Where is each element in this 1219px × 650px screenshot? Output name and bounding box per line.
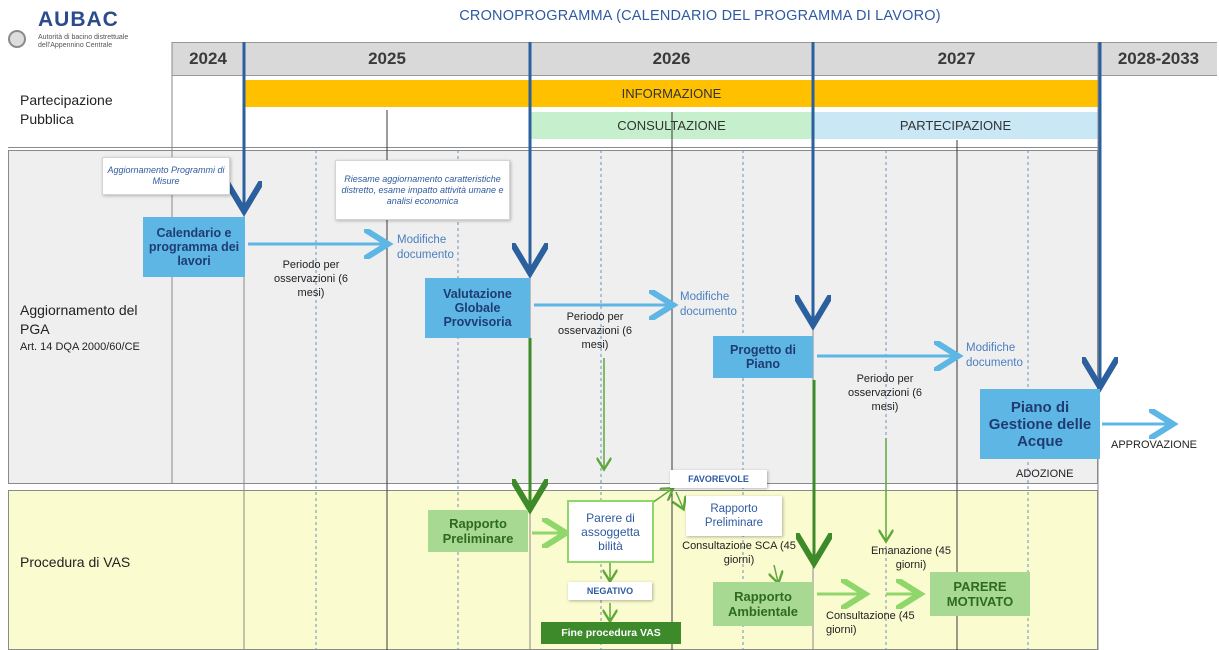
year-2027: 2027	[937, 49, 976, 68]
band-informazione: INFORMAZIONE	[245, 80, 1098, 107]
note-programmi-misure: Aggiornamento Programmi di Misure	[102, 157, 230, 195]
box-fine-procedura: Fine procedura VAS	[541, 622, 681, 644]
box-progetto-piano: Progetto di Piano	[713, 336, 813, 378]
label-consultazione: Consultazione (45 giorni)	[826, 610, 915, 636]
row-label-partecipazione: Partecipazione Pubblica	[20, 92, 113, 127]
logo-subtitle: Autorità di bacino distrettuale dell'App…	[38, 34, 129, 49]
label-modifiche-2: Modifiche documento	[680, 291, 737, 318]
row-label-pga: Aggiornamento del PGA	[20, 302, 138, 337]
logo: AUBAC Autorità di bacino distrettuale de…	[8, 8, 168, 50]
label-adozione: ADOZIONE	[1016, 468, 1074, 480]
label-modifiche-3: Modifiche documento	[966, 342, 1023, 369]
row-label-vas: Procedura di VAS	[20, 554, 131, 570]
label-periodo-3: Periodo per osservazioni (6 mesi)	[848, 373, 922, 413]
year-2025: 2025	[368, 49, 406, 68]
band-partecipazione: PARTECIPAZIONE	[813, 112, 1098, 139]
year-2024: 2024	[189, 49, 227, 68]
partecipazione-row-bg	[8, 78, 1098, 148]
box-rapporto-preliminare-2: Rapporto Preliminare	[686, 496, 782, 536]
emblem-icon	[8, 30, 26, 48]
note-riesame: Riesame aggiornamento caratteristiche di…	[335, 160, 510, 220]
pga-row-bg	[8, 150, 1098, 484]
box-rapporto-preliminare: Rapporto Preliminare	[428, 510, 528, 552]
year-bar	[172, 42, 1217, 76]
box-piano-gestione: Piano di Gestione delle Acque	[980, 389, 1100, 459]
label-modifiche-1: Modifiche documento	[397, 234, 454, 261]
label-periodo-1: Periodo per osservazioni (6 mesi)	[274, 259, 348, 299]
year-2028-2033: 2028-2033	[1117, 49, 1200, 68]
row-sublabel-pga: Art. 14 DQA 2000/60/CE	[20, 341, 140, 353]
box-parere-motivato: PARERE MOTIVATO	[930, 572, 1030, 616]
box-valutazione-globale: Valutazione Globale Provvisoria	[425, 278, 530, 338]
tag-favorevole: FAVOREVOLE	[670, 470, 767, 488]
label-periodo-2: Periodo per osservazioni (6 mesi)	[558, 311, 632, 351]
label-consultazione-sca: Consultazione SCA (45 giorni)	[682, 540, 796, 566]
label-approvazione: APPROVAZIONE	[1111, 439, 1197, 451]
page-title: CRONOPROGRAMMA (CALENDARIO DEL PROGRAMMA…	[459, 8, 941, 24]
box-rapporto-ambientale: Rapporto Ambientale	[713, 582, 813, 626]
logo-wordmark: AUBAC	[38, 8, 119, 31]
box-calendario: Calendario e programma dei lavori	[143, 217, 245, 277]
box-parere-assoggettabilita: Parere di assoggetta bilità	[567, 500, 654, 563]
tag-negativo: NEGATIVO	[568, 582, 652, 600]
label-emanazione: Emanazione (45 giorni)	[870, 545, 952, 571]
year-2026: 2026	[652, 49, 691, 68]
